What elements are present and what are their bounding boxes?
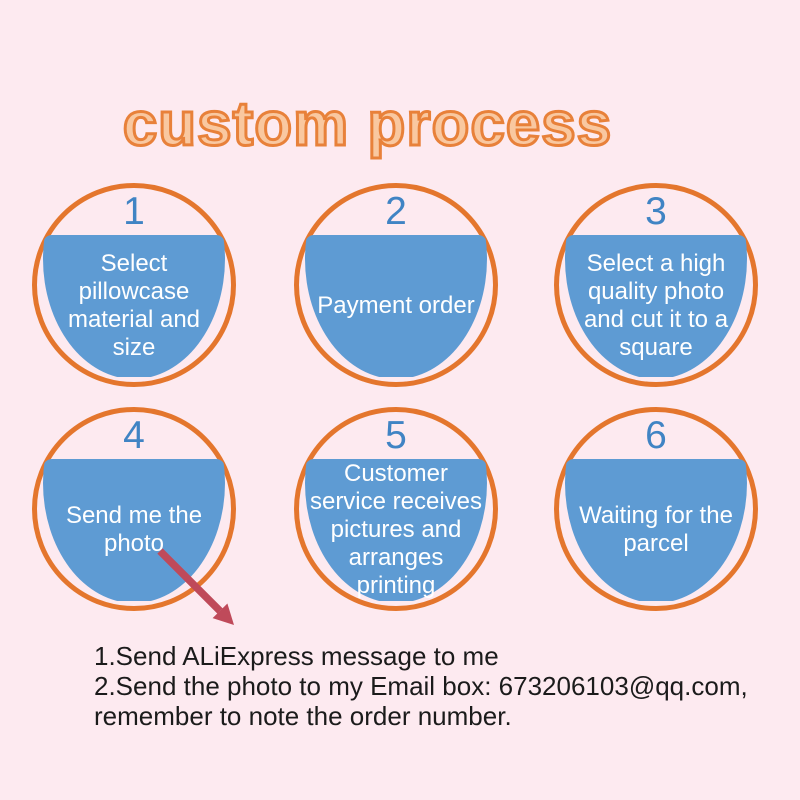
step-3-bowl-shape — [565, 235, 747, 377]
step-1-ring — [32, 183, 236, 387]
step-2-number: 2 — [385, 190, 407, 233]
step-2-ring — [294, 183, 498, 387]
step-5-number: 5 — [385, 414, 407, 457]
step-5-label: Customer service receives pictures and a… — [309, 460, 483, 599]
step-2-bowl-shape — [305, 235, 487, 377]
note-line-2: 2.Send the photo to my Email box: 673206… — [94, 671, 748, 701]
step-2-label: Payment order — [317, 292, 475, 319]
step-1-bowl-shape — [43, 235, 225, 377]
notes: 1.Send ALiExpress message to me 2.Send t… — [94, 641, 748, 731]
step-1-number: 1 — [123, 190, 145, 233]
step-3-number: 3 — [645, 190, 667, 233]
step-6: 6 Waiting for the parcel — [554, 407, 758, 611]
step-4-label: Send me the photo — [65, 502, 203, 557]
note-line-1: 1.Send ALiExpress message to me — [94, 641, 499, 671]
step-6-number: 6 — [645, 414, 667, 457]
step-6-ring — [554, 407, 758, 611]
step-3-label: Select a high quality photo and cut it t… — [583, 250, 729, 361]
step-3-ring — [554, 183, 758, 387]
step-5: 5 Customer service receives pictures and… — [294, 407, 498, 611]
step-5-bowl-shape — [305, 459, 487, 601]
step-2: 2 Payment order — [294, 183, 498, 387]
step-3: 3 Select a high quality photo and cut it… — [554, 183, 758, 387]
page-title: custom process — [121, 89, 613, 161]
arrow-down-right-icon — [157, 548, 234, 625]
step-4: 4 Send me the photo — [32, 407, 236, 611]
step-4-number: 4 — [123, 414, 145, 457]
step-1-label: Select pillowcase material and size — [67, 250, 201, 361]
note-line-3: remember to note the order number. — [94, 701, 512, 731]
step-4-ring — [32, 407, 236, 611]
step-6-bowl-shape — [565, 459, 747, 601]
step-5-ring — [294, 407, 498, 611]
step-6-label: Waiting for the parcel — [579, 502, 733, 557]
step-4-bowl-shape — [43, 459, 225, 601]
step-1: 1 Select pillowcase material and size — [32, 183, 236, 387]
